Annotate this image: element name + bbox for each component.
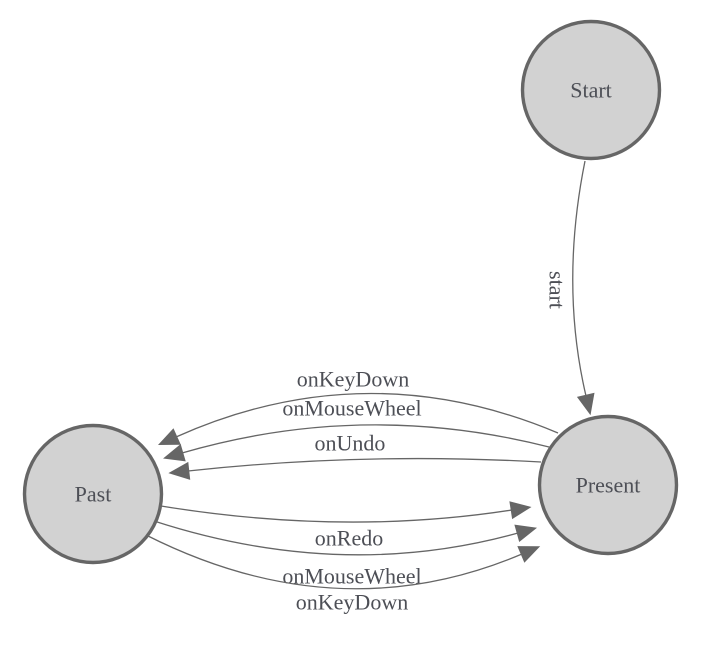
node-start: Start (520, 19, 662, 161)
node-start-label: Start (570, 78, 612, 103)
node-present-label: Present (576, 473, 641, 498)
edge-present-to-past-onundo: onUndo (168, 431, 542, 480)
node-past-circle (22, 423, 164, 565)
edge-past-to-present-onkeydown: onKeyDown (145, 534, 541, 615)
edge-line-onmousewheel-top (163, 424, 550, 462)
edge-label-onkeydown-top: onKeyDown (297, 367, 409, 392)
edge-label-onmousewheel-top: onMouseWheel (282, 396, 421, 421)
edge-line-onundo (168, 457, 542, 480)
edge-start-to-present: start (545, 160, 595, 416)
edge-past-to-present-onredo: onRedo (160, 501, 532, 551)
node-past-label: Past (75, 482, 112, 507)
edge-present-to-past-onmousewheel: onMouseWheel (163, 396, 550, 462)
edge-label-onundo: onUndo (315, 431, 386, 456)
node-present: Present (537, 414, 679, 556)
edge-label-start: start (545, 271, 570, 309)
edge-label-onmousewheel-bottom: onMouseWheel (282, 564, 421, 589)
node-start-circle (520, 19, 662, 161)
node-past: Past (22, 423, 164, 565)
edge-line-onmousewheel-bottom (153, 520, 538, 556)
edge-line-start (572, 160, 595, 416)
edge-line-onredo (160, 501, 532, 523)
edge-label-onkeydown-bottom: onKeyDown (296, 590, 408, 615)
edge-line-onkeydown-bottom (145, 534, 541, 590)
edge-present-to-past-onkeydown: onKeyDown (157, 367, 559, 446)
edge-past-to-present-onmousewheel: onMouseWheel (153, 520, 538, 589)
edge-label-onredo: onRedo (315, 526, 383, 551)
node-present-circle (537, 414, 679, 556)
edge-line-onkeydown-top (157, 392, 559, 446)
